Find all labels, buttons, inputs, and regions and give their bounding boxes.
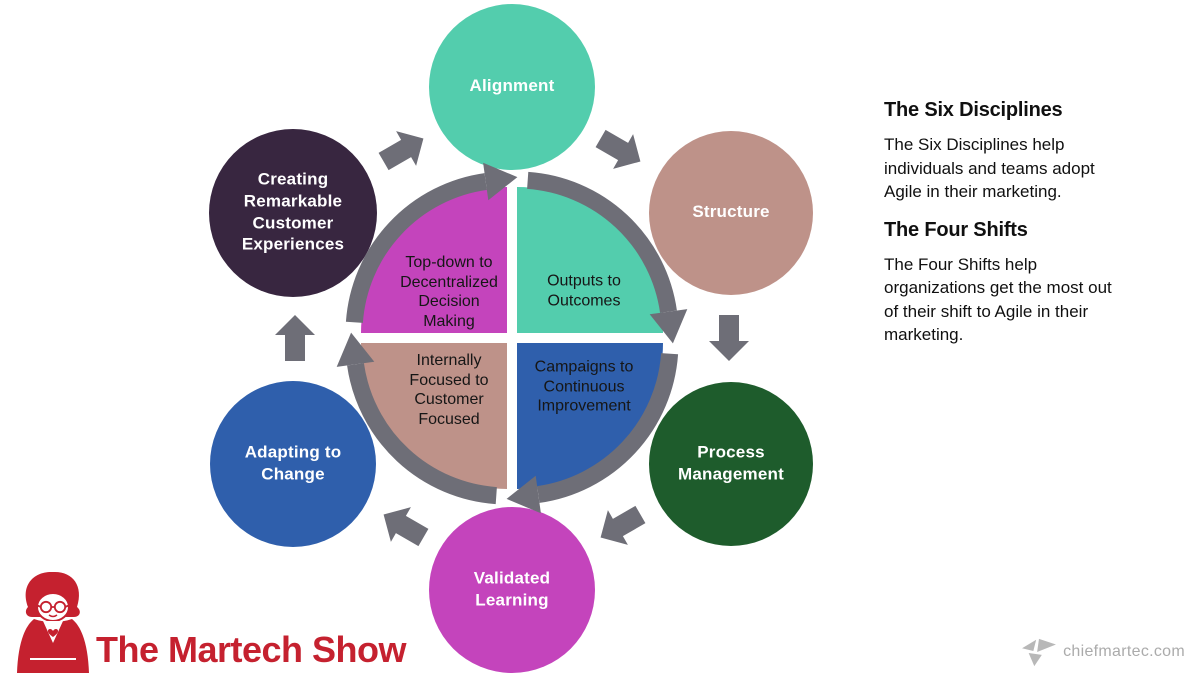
four-shifts-wheel — [336, 162, 688, 514]
discipline-label-creating-experiences: Creating Remarkable Customer Experiences — [241, 169, 345, 254]
arc-arrowhead-icon — [483, 162, 518, 201]
shift-slice-campaigns — [517, 343, 663, 489]
discipline-circle-validated-learning — [429, 507, 595, 673]
chiefmartec-funnel-icon — [1022, 638, 1057, 667]
arrow-alignment-to-structure-icon — [595, 129, 641, 169]
discipline-circle-adapting-to-change — [210, 381, 376, 547]
four-shifts-heading: The Four Shifts — [884, 218, 1028, 241]
four-shifts-text: The Four Shifts help organizations get t… — [884, 254, 1112, 345]
shift-slice-internal — [361, 343, 507, 489]
shift-label-internal: Internally Focused to Customer Focused — [409, 351, 489, 428]
shift-arc-top-right — [527, 171, 688, 344]
shift-label-outputs: Outputs to Outcomes — [547, 272, 621, 309]
shift-slice-topdown — [361, 187, 507, 333]
shift-label-campaigns: Campaigns to Continuous Improvement — [534, 358, 634, 415]
shift-arc-top-left — [345, 162, 518, 323]
arrow-process-to-validated-icon — [600, 505, 646, 545]
arc-segment — [537, 353, 679, 503]
discipline-circle-creating-experiences — [209, 129, 377, 297]
six-disciplines-text: The Six Disciplines help individuals and… — [884, 135, 1095, 201]
shift-arc-bottom-right — [506, 353, 679, 514]
arc-segment — [527, 171, 677, 313]
shift-arc-bottom-left — [336, 332, 497, 505]
arc-segment — [345, 173, 487, 323]
arrow-structure-to-process-icon — [709, 315, 749, 361]
brand-wordmark: The Martech Show — [96, 629, 407, 670]
arrow-validated-to-adapting-icon — [383, 507, 429, 547]
superhero-mascot-icon — [17, 571, 89, 673]
arrow-adapting-to-creating-icon — [275, 315, 315, 361]
shift-label-topdown: Top-down to Decentralized Decision Makin… — [400, 253, 498, 330]
arrow-creating-to-alignment-icon — [378, 131, 424, 171]
discipline-label-process-management: Process Management — [678, 442, 784, 483]
discipline-circle-alignment — [429, 4, 595, 170]
cycle-connector-arrows — [275, 129, 749, 547]
discipline-label-adapting-to-change: Adapting to Change — [244, 442, 342, 483]
info-panel: The Six Disciplines The Six Disciplines … — [884, 99, 1169, 362]
arc-arrowhead-icon — [336, 332, 375, 367]
discipline-label-alignment: Alignment — [469, 76, 555, 96]
credit-row: chiefmartec.com — [1020, 636, 1185, 668]
discipline-circle-process-management — [649, 382, 813, 546]
discipline-label-structure: Structure — [692, 202, 770, 222]
credit-text: chiefmartec.com — [1063, 643, 1185, 660]
arc-segment — [347, 363, 497, 505]
arc-arrowhead-icon — [506, 475, 541, 514]
shift-slice-outputs — [517, 187, 663, 333]
arc-arrowhead-icon — [649, 309, 688, 344]
discipline-label-validated-learning: Validated Learning — [473, 568, 551, 609]
discipline-circle-structure — [649, 131, 813, 295]
six-disciplines-heading: The Six Disciplines — [884, 99, 1063, 121]
